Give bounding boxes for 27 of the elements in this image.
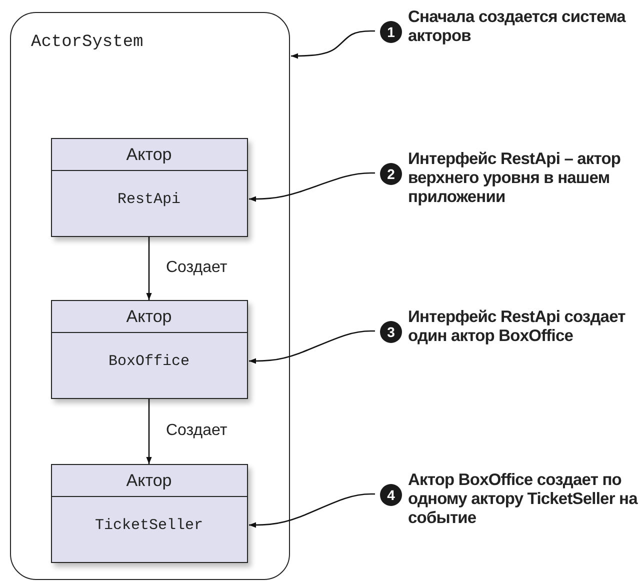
- actor-name: TicketSeller: [94, 516, 204, 536]
- actor-box: [50, 464, 248, 562]
- callout-number: 3: [380, 321, 402, 343]
- leader-line: [249, 493, 375, 528]
- actor-header: Актор: [52, 300, 246, 332]
- arrow: [146, 399, 152, 464]
- actor-box: [50, 138, 248, 236]
- callout-number: 2: [380, 163, 402, 185]
- callout-text: Интерфейс RestApi – актор верхнего уровня в нашем приложении: [408, 150, 622, 207]
- actor-header: Актор: [52, 464, 246, 496]
- arrow: [146, 237, 152, 300]
- callout-text: Актор BoxOffice создает по одному актору TicketSeller на событие: [408, 471, 638, 528]
- leader-line: [291, 30, 375, 59]
- callout-number: 4: [380, 484, 402, 506]
- edge-label: Создает: [164, 258, 230, 276]
- actor-box: [50, 300, 248, 398]
- callout-number: 1: [380, 21, 402, 43]
- actor-name: RestApi: [116, 190, 182, 210]
- callout-text: Сначала создается система акторов: [408, 8, 627, 46]
- actor-header: Актор: [52, 138, 246, 170]
- edge-label: Создает: [164, 422, 230, 440]
- container-title: ActorSystem: [31, 33, 144, 52]
- callout-text: Интерфейс RestApi создает один актор BoxOffice: [408, 308, 626, 346]
- leader-line: [249, 330, 375, 364]
- actor-name: BoxOffice: [107, 352, 190, 372]
- leader-line: [249, 172, 375, 202]
- system-container: [10, 12, 290, 580]
